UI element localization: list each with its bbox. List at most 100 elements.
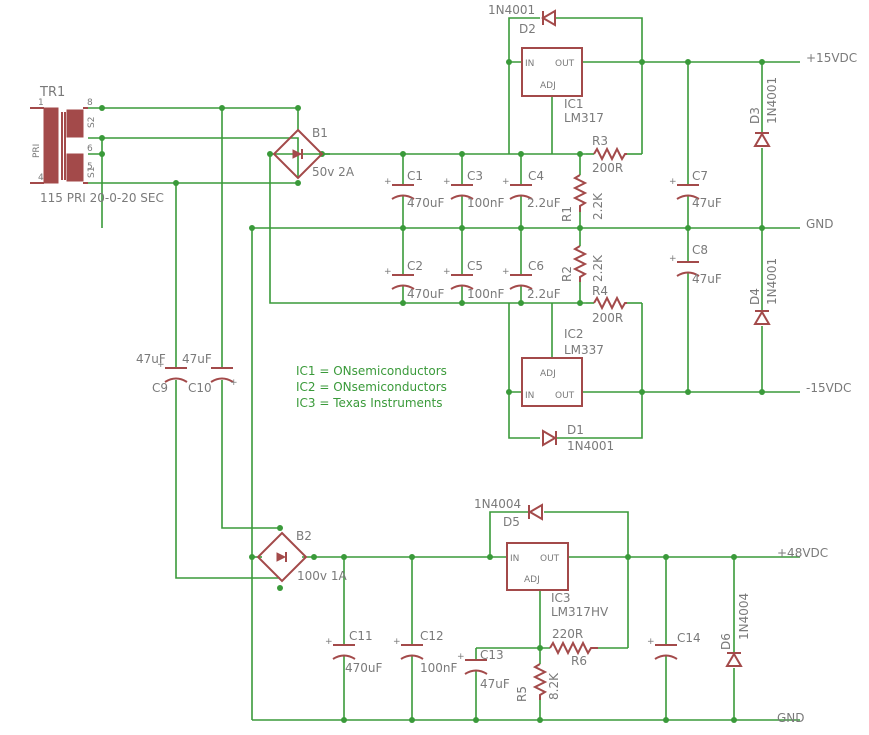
capacitor-c3: + C3 100nF xyxy=(443,169,505,210)
c13-name: C13 xyxy=(480,648,504,662)
diode-d4: D4 1N4001 xyxy=(748,258,779,325)
capacitor-c9: + 47uF C9 xyxy=(136,352,188,395)
regulator-ic1: IN OUT ADJ IC1 LM317 xyxy=(521,47,604,125)
ic3-pin-in: IN xyxy=(510,554,519,564)
d1-value: 1N4001 xyxy=(567,439,614,453)
capacitor-c13: + C13 47uF xyxy=(457,648,510,691)
ic1-pin-in: IN xyxy=(525,59,534,69)
svg-text:+: + xyxy=(669,254,677,264)
diode-d3: D3 1N4001 xyxy=(748,77,779,147)
d5-name: D5 xyxy=(503,515,520,529)
ic3-part: LM317HV xyxy=(551,605,609,619)
c12-name: C12 xyxy=(420,629,444,643)
note-ic1: IC1 = ONsemiconductors xyxy=(296,364,447,378)
ic2-pin-adj: ADJ xyxy=(540,369,556,379)
capacitor-c4: + C4 2.2uF xyxy=(502,169,561,210)
ic3-pin-adj: ADJ xyxy=(524,575,540,585)
tr1-s2-label: S2 xyxy=(87,117,97,128)
capacitor-c7: + C7 47uF xyxy=(669,169,722,210)
svg-text:+: + xyxy=(157,360,165,370)
bridge-b1: B1 50v 2A xyxy=(272,126,355,180)
svg-text:+: + xyxy=(393,637,401,647)
svg-text:+: + xyxy=(230,378,238,388)
ic3-pin-out: OUT xyxy=(540,554,560,564)
c4-name: C4 xyxy=(528,169,544,183)
resistor-r4: R4 200R xyxy=(592,284,627,325)
capacitor-c10: + 47uF C10 xyxy=(182,352,238,395)
c2-name: C2 xyxy=(407,259,423,273)
capacitor-c11: + C11 470uF xyxy=(325,629,383,675)
c2-value: 470uF xyxy=(407,287,445,301)
ic2-name: IC2 xyxy=(564,327,584,341)
c13-value: 47uF xyxy=(480,677,510,691)
c12-value: 100nF xyxy=(420,661,458,675)
capacitor-c8: + C8 47uF xyxy=(669,243,722,286)
note-ic3: IC3 = Texas Instruments xyxy=(296,396,443,410)
d6-value: 1N4004 xyxy=(737,593,751,640)
d3-value: 1N4001 xyxy=(765,77,779,124)
svg-text:+: + xyxy=(457,652,465,662)
transformer-tr1: TR1 1 4 8 6 5 PRI S2 S1 115 PRI 20-0-20 … xyxy=(30,85,164,205)
capacitor-c1: + C1 470uF xyxy=(384,169,445,210)
c6-value: 2.2uF xyxy=(527,287,561,301)
r4-name: R4 xyxy=(592,284,608,298)
diode-d6: D6 1N4004 xyxy=(719,593,751,667)
c11-name: C11 xyxy=(349,629,373,643)
r3-value: 200R xyxy=(592,161,623,175)
d4-name: D4 xyxy=(748,288,762,305)
rail-gnd-label: GND xyxy=(806,217,834,231)
tr1-pin1: 1 xyxy=(38,98,44,108)
r2-name: R2 xyxy=(560,266,574,282)
resistor-r2: R2 2.2K xyxy=(560,245,605,282)
rail-plus15-label: +15VDC xyxy=(806,51,857,65)
diode-d1: D1 1N4001 xyxy=(542,423,614,453)
diode-d2: 1N4001 D2 xyxy=(488,3,556,36)
tr1-pri-label: PRI xyxy=(32,144,42,158)
c1-name: C1 xyxy=(407,169,423,183)
svg-text:+: + xyxy=(502,177,510,187)
svg-text:+: + xyxy=(502,267,510,277)
r4-value: 200R xyxy=(592,311,623,325)
capacitor-c2: + C2 470uF xyxy=(384,259,445,301)
c14-name: C14 xyxy=(677,631,701,645)
b1-rating: 50v 2A xyxy=(312,165,355,179)
r5-value: 8.2K xyxy=(547,672,561,700)
c7-name: C7 xyxy=(692,169,708,183)
c9-name: C9 xyxy=(152,381,168,395)
resistor-r5: R5 8.2K xyxy=(515,663,561,702)
ic2-pin-out: OUT xyxy=(555,391,575,401)
ic2-pin-in: IN xyxy=(525,391,534,401)
r1-name: R1 xyxy=(560,206,574,222)
svg-text:+: + xyxy=(325,637,333,647)
svg-text:+: + xyxy=(384,177,392,187)
c11-value: 470uF xyxy=(345,661,383,675)
r5-name: R5 xyxy=(515,686,529,702)
resistor-r6: 220R R6 xyxy=(549,627,598,668)
c4-value: 2.2uF xyxy=(527,196,561,210)
b1-name: B1 xyxy=(312,126,328,140)
note-ic2: IC2 = ONsemiconductors xyxy=(296,380,447,394)
svg-text:+: + xyxy=(443,267,451,277)
regulator-ic3: IN OUT ADJ IC3 LM317HV xyxy=(506,542,609,619)
d5-value: 1N4004 xyxy=(474,497,521,511)
rail-minus15-label: -15VDC xyxy=(806,381,851,395)
c7-value: 47uF xyxy=(692,196,722,210)
svg-text:+: + xyxy=(647,637,655,647)
b2-name: B2 xyxy=(296,529,312,543)
c9-value: 47uF xyxy=(136,352,166,366)
d3-name: D3 xyxy=(748,107,762,124)
tr1-s1-label: S1 xyxy=(87,167,97,178)
capacitor-c6: + C6 2.2uF xyxy=(502,259,561,301)
r2-value: 2.2K xyxy=(591,254,605,282)
ic1-pin-adj: ADJ xyxy=(540,81,556,91)
ic3-name: IC3 xyxy=(551,591,571,605)
c8-value: 47uF xyxy=(692,272,722,286)
c6-name: C6 xyxy=(528,259,544,273)
capacitor-c5: + C5 100nF xyxy=(443,259,505,301)
d2-value: 1N4001 xyxy=(488,3,535,17)
r1-value: 2.2K xyxy=(591,192,605,220)
resistor-r3: R3 200R xyxy=(592,134,627,175)
svg-text:+: + xyxy=(669,177,677,187)
svg-text:+: + xyxy=(443,177,451,187)
